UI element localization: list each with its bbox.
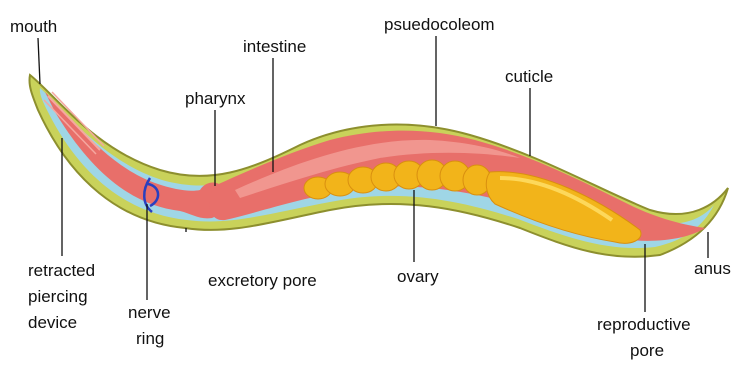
label-piercing-device: retracted piercing device: [28, 261, 100, 332]
label-ovary: ovary: [397, 267, 439, 286]
label-pharynx: pharynx: [185, 89, 246, 108]
label-pseudocoelom: psuedocoleom: [384, 15, 495, 34]
label-mouth: mouth: [10, 17, 57, 36]
label-excretory-pore: excretory pore: [208, 271, 317, 290]
label-intestine: intestine: [243, 37, 306, 56]
label-anus: anus: [694, 259, 731, 278]
label-cuticle: cuticle: [505, 67, 553, 86]
leader-mouth: [38, 38, 40, 84]
label-reproductive-pore: reproductive pore: [597, 315, 695, 360]
label-nerve-ring: nerve ring: [128, 303, 175, 348]
